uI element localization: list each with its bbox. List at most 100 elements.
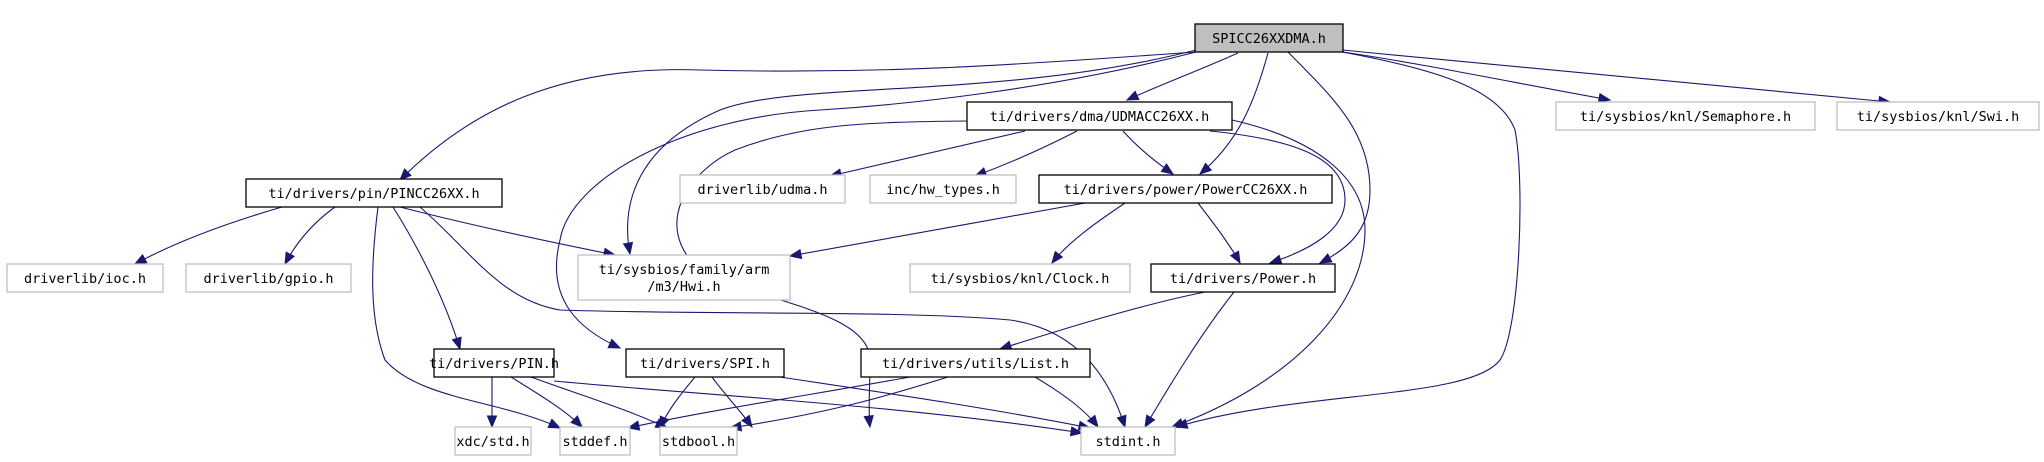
edge-line [134, 206, 283, 265]
node-label: ti/drivers/PIN.h [429, 356, 559, 372]
node-label: driverlib/gpio.h [203, 271, 333, 287]
edge-line [1171, 119, 1366, 428]
arrowhead-icon [1268, 254, 1283, 265]
node-box [659, 426, 738, 456]
arrowhead-icon [1597, 92, 1612, 104]
edge-line [1126, 52, 1239, 101]
node-box [559, 426, 631, 456]
arrowhead-icon [626, 420, 641, 431]
node-dludma: driverlib/udma.h [679, 174, 846, 204]
edge-root-to-udma26 [1125, 52, 1239, 101]
nodes-layer: SPICC26XXDMA.h ti/drivers/dma/UDMACC26XX.… [6, 23, 2040, 456]
edge-line [999, 291, 1206, 350]
node-label: ti/sysbios/knl/Swi.h [1857, 109, 2020, 125]
edge-spi-to-stdbool [711, 376, 753, 429]
edge-pincc-to-pin [392, 206, 462, 351]
edge-root-to-swi [1342, 49, 1892, 107]
node-box [869, 174, 1017, 204]
edge-line [399, 51, 1197, 181]
arrowhead-icon [622, 241, 634, 256]
edge-root-to-sema [1342, 51, 1612, 104]
node-hwi: ti/sysbios/family/arm/m3/Hwi.h [577, 254, 791, 301]
edge-pin-to-xdcstd [486, 377, 498, 429]
node-pin[interactable]: ti/drivers/PIN.h [429, 348, 559, 378]
arrowhead-icon [607, 338, 622, 349]
node-box [1080, 426, 1176, 456]
node-udma26[interactable]: ti/drivers/dma/UDMACC26XX.h [966, 101, 1233, 131]
edge-line [419, 206, 1126, 428]
edge-line [392, 206, 461, 350]
node-power[interactable]: ti/drivers/Power.h [1150, 263, 1336, 293]
arrowhead-icon [741, 414, 753, 429]
edge-power-to-stdint [1144, 291, 1235, 429]
node-label: SPICC26XXDMA.h [1212, 31, 1326, 47]
node-box [454, 426, 532, 456]
edge-udma26-to-stdint [1170, 119, 1366, 428]
edge-list-to-stdint [1034, 376, 1099, 429]
arrowhead-icon [451, 336, 462, 351]
node-ioc: driverlib/ioc.h [6, 263, 164, 293]
node-box [679, 174, 846, 204]
edge-line [974, 130, 1078, 177]
edge-spi-to-stddef [659, 376, 696, 430]
node-spi[interactable]: ti/drivers/SPI.h [625, 348, 785, 378]
node-label: ti/drivers/dma/UDMACC26XX.h [990, 109, 1209, 125]
node-label: driverlib/udma.h [697, 182, 827, 198]
edge-line [1209, 130, 1346, 264]
node-label: ti/drivers/pin/PINCC26XX.h [268, 186, 479, 202]
edge-line [1175, 51, 1521, 428]
arrowhead-icon [399, 168, 412, 181]
edge-line [372, 206, 561, 429]
edge-line [553, 380, 1083, 434]
node-stdint: stdint.h [1080, 426, 1176, 456]
arrowhead-icon [1229, 250, 1241, 265]
node-list[interactable]: ti/drivers/utils/List.h [860, 348, 1091, 378]
arrowhead-icon [863, 414, 874, 429]
node-box [909, 263, 1131, 293]
edge-root-to-hwi [622, 49, 1197, 256]
edge-line [627, 49, 1197, 255]
edge-line [789, 202, 1086, 257]
arrowhead-icon [547, 418, 562, 429]
node-root[interactable]: SPICC26XXDMA.h [1194, 23, 1344, 53]
node-box [185, 263, 352, 293]
node-box [1038, 174, 1333, 204]
node-label: ti/sysbios/knl/Semaphore.h [1580, 109, 1791, 125]
node-label: /m3/Hwi.h [647, 279, 720, 295]
edge-root-to-spi [555, 51, 1197, 349]
node-label: xdc/std.h [456, 434, 529, 450]
node-swi: ti/sysbios/knl/Swi.h [1836, 101, 2040, 131]
arrowhead-icon [1069, 426, 1084, 437]
edge-udma26-to-powercc [1122, 130, 1175, 175]
arrowhead-icon [1086, 414, 1099, 429]
arrowhead-icon [486, 415, 498, 429]
node-box [6, 263, 164, 293]
edge-line [399, 206, 616, 256]
edge-root-to-powercc [1198, 52, 1269, 175]
node-pincc[interactable]: ti/drivers/pin/PINCC26XX.h [245, 178, 503, 208]
node-label: stdbool.h [662, 434, 735, 450]
node-box [577, 254, 791, 301]
arrowhead-icon [1170, 418, 1185, 428]
node-sema: ti/sysbios/knl/Semaphore.h [1555, 101, 1816, 131]
arrowhead-icon [1144, 414, 1156, 429]
node-xdcstd: xdc/std.h [454, 426, 532, 456]
edge-line [510, 376, 583, 428]
edge-line [1144, 291, 1235, 428]
edge-powercc-to-hwi [788, 202, 1086, 260]
edge-root-to-power [1287, 51, 1371, 264]
node-label: stddef.h [562, 434, 627, 450]
node-powercc[interactable]: ti/drivers/power/PowerCC26XX.h [1038, 174, 1333, 204]
node-label: ti/drivers/SPI.h [640, 356, 770, 372]
node-clock: ti/sysbios/knl/Clock.h [909, 263, 1131, 293]
edge-root-to-pincc [399, 51, 1197, 181]
edge-pin-to-stdint [553, 380, 1084, 437]
node-box [245, 178, 503, 208]
arrowhead-icon [659, 415, 670, 430]
edge-pincc-to-stdint [419, 206, 1127, 429]
edge-power-to-list [998, 291, 1206, 351]
edge-list-to-stdbool [728, 376, 949, 432]
arrowhead-icon [1198, 162, 1213, 175]
node-label: ti/sysbios/family/arm [599, 262, 770, 278]
node-box [1555, 101, 1816, 131]
